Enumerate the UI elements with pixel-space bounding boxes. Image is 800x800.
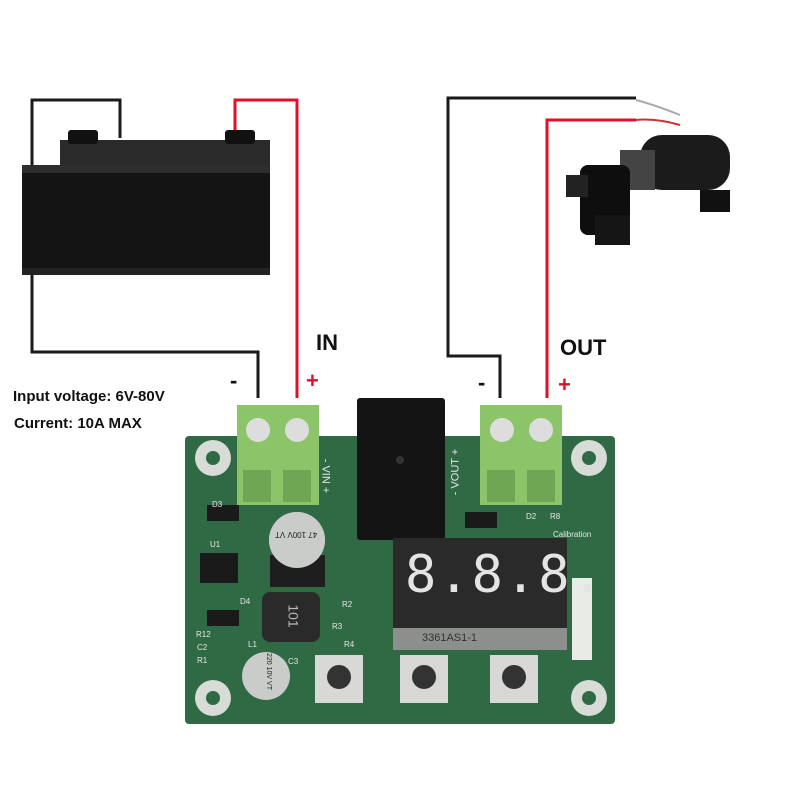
silkscreen-ref: D4 [240, 597, 251, 606]
silkscreen-ref: R4 [344, 640, 355, 649]
silkscreen-ref: R3 [332, 622, 343, 631]
silkscreen-ref: R2 [342, 600, 353, 609]
inductor [262, 592, 320, 642]
silkscreen-ref: R1 [197, 656, 208, 665]
capacitor-220uf [242, 652, 290, 700]
output-terminal-block [480, 405, 562, 505]
display-digits: 8.8.8. [405, 545, 605, 605]
capacitor-220-label: 220 10V VT [264, 653, 272, 690]
relay [357, 398, 445, 540]
silkscreen-ref: U1 [210, 540, 221, 549]
silkscreen-ref: D2 [526, 512, 537, 521]
current-spec: Current: 10A MAX [14, 415, 142, 432]
vin-silkscreen: - VIN + [319, 458, 332, 494]
input-voltage-spec: Input voltage: 6V-80V [13, 388, 165, 405]
display-part-number: 3361AS1-1 [422, 632, 478, 644]
chip-u1 [200, 553, 238, 583]
out-label: OUT [560, 335, 607, 360]
silkscreen-ref: C2 [197, 643, 208, 652]
battery-image [22, 130, 270, 275]
input-terminal-block [237, 405, 319, 505]
calibration-silkscreen: Calibration [553, 530, 592, 539]
input-positive-wire [233, 98, 299, 398]
pump-image [566, 99, 730, 245]
inductor-label: 101 [285, 604, 302, 628]
in-plus-label: + [306, 368, 319, 393]
out-minus-label: - [478, 370, 486, 395]
button-2 [400, 655, 448, 703]
silkscreen-ref: R8 [550, 512, 561, 521]
button-1 [315, 655, 363, 703]
out-plus-label: + [558, 372, 571, 397]
pcb-module [185, 398, 615, 724]
output-positive-wire [545, 118, 636, 398]
capacitor-47-label: 47 100V VT [275, 530, 318, 539]
silkscreen-ref: C3 [288, 657, 299, 666]
vout-silkscreen: - VOUT + [449, 448, 462, 496]
silkscreen-ref: D3 [212, 500, 223, 509]
silkscreen-ref: L1 [248, 640, 257, 649]
button-3 [490, 655, 538, 703]
silkscreen-ref: R12 [196, 630, 211, 639]
in-minus-label: - [230, 368, 238, 393]
in-label: IN [316, 330, 338, 355]
output-negative-wire [446, 96, 636, 398]
pin-header [572, 578, 592, 660]
